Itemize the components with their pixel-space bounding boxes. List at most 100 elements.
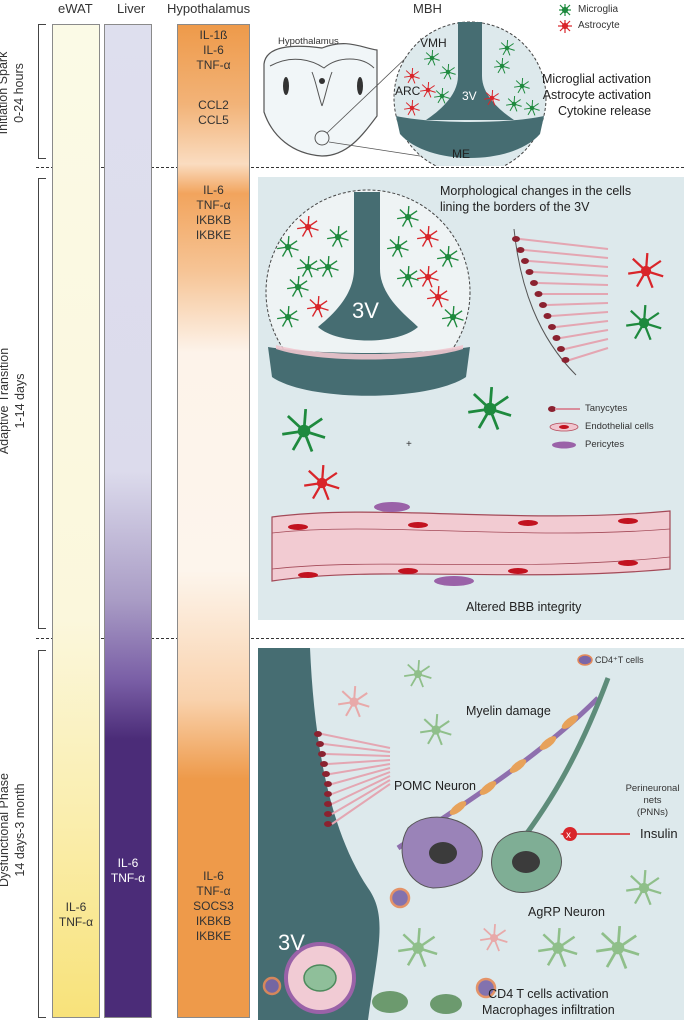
blood-vessel [271,510,671,582]
astrocyte-icon [304,464,340,501]
microglia-icon [424,49,440,66]
astrocyte-legend-label: Astrocyte [578,20,620,31]
phase-divider [36,167,684,168]
bracket-dysfunctional [38,650,39,1017]
tanycyte-icon [543,313,552,319]
endothelial-icon [618,560,638,566]
microglia-icon [626,304,662,341]
cd4-legend-label: CD4⁺T cells [595,655,644,665]
endothelial-icon [518,520,538,526]
pnn-label: Perineuronal nets(PNNs) [625,783,680,818]
ewat-bar [52,24,100,1018]
late-third-ventricle [258,648,380,1020]
microglia-icon [287,275,309,298]
microglia-icon [499,39,515,56]
pericyte-legend-icon [552,441,576,449]
insulin-label: Insulin [640,826,678,841]
insulin-block-icon [563,827,577,841]
bbb-caption: Altered BBB integrity [466,600,582,614]
microglia-icon [524,99,540,116]
endothelial-icon [508,568,528,574]
bracket-tick [38,178,46,179]
region-me: ME [452,147,470,161]
bracket-initiation [38,24,39,158]
microglia-icon [297,255,319,278]
microglia-icon [277,235,299,258]
mbh-third-ventricle [426,22,514,120]
header-liver: Liver [117,1,146,16]
liver-bar [104,24,152,1018]
microglia-icon [397,265,419,288]
initiation-illustration [263,21,547,166]
microglia-icon [442,305,464,328]
phase-divider [36,638,684,639]
endothelial-icon [618,518,638,524]
tanycyte-legend-icon [548,406,580,412]
svg-text:+: + [406,439,412,450]
microglia-icon [387,235,409,258]
astrocyte-icon [484,89,500,106]
microglia-icon [282,408,326,452]
astrocyte-icon [480,923,508,952]
tanycyte-icon [548,324,556,330]
adaptive-3v-label: 3V [352,298,379,323]
tanycyte-icon [525,269,534,275]
microglia-icon [440,63,456,80]
tanycyte-icon [316,741,324,747]
microglia-icon [327,225,349,248]
pericytes-label: Pericytes [585,439,625,450]
myelin-segment [449,801,467,815]
microglia-icon [404,659,432,688]
tanycyte-icon [539,302,547,308]
cell-legend [558,4,572,33]
tanycyte-icon [322,771,330,777]
myelin-segment [561,715,579,729]
bracket-tick [38,1017,46,1018]
region-arc: ARC [395,84,421,98]
astrocyte-icon [307,295,329,318]
bracket-tick [38,158,46,159]
astrocyte-icon [628,252,664,289]
region-3v: 3V [462,89,477,103]
myelin-label: Myelin damage [466,704,551,718]
agrp-label: AgRP Neuron [528,905,605,919]
astrocyte-icon [420,81,436,98]
endothelial-label: Endothelial cells [585,421,654,432]
microglia-icon [398,927,438,968]
microglia-icon [397,205,419,228]
endothelial-icon [408,522,428,528]
endothelial-icon [288,524,308,530]
bracket-tick [38,650,46,651]
microglia-legend-icon [559,4,571,16]
tanycyte-icon [324,821,332,827]
hypothalamus-bar [177,24,250,1018]
tanycyte-icon [557,346,565,352]
tanycyte-icon [512,236,520,242]
tanycytes-label: Tanycytes [585,403,628,414]
tanycyte-icon [534,291,543,297]
microglia-icon [506,95,522,112]
late-3v-label: 3V [278,930,305,955]
tanycyte-icon [324,781,332,787]
bracket-tick [38,628,46,629]
tanycyte-icon [516,247,525,253]
tanycyte-icon [320,761,328,767]
astrocyte-icon [404,67,420,84]
microglia-icon [494,57,510,74]
myelin-segment [479,781,497,795]
astrocyte-legend-icon [558,20,572,33]
header-mbh: MBH [413,1,442,16]
svg-text:x: x [566,830,571,841]
tanycyte-icon [561,357,570,363]
tanycyte-icon [521,258,529,264]
microglia-icon [277,305,299,328]
